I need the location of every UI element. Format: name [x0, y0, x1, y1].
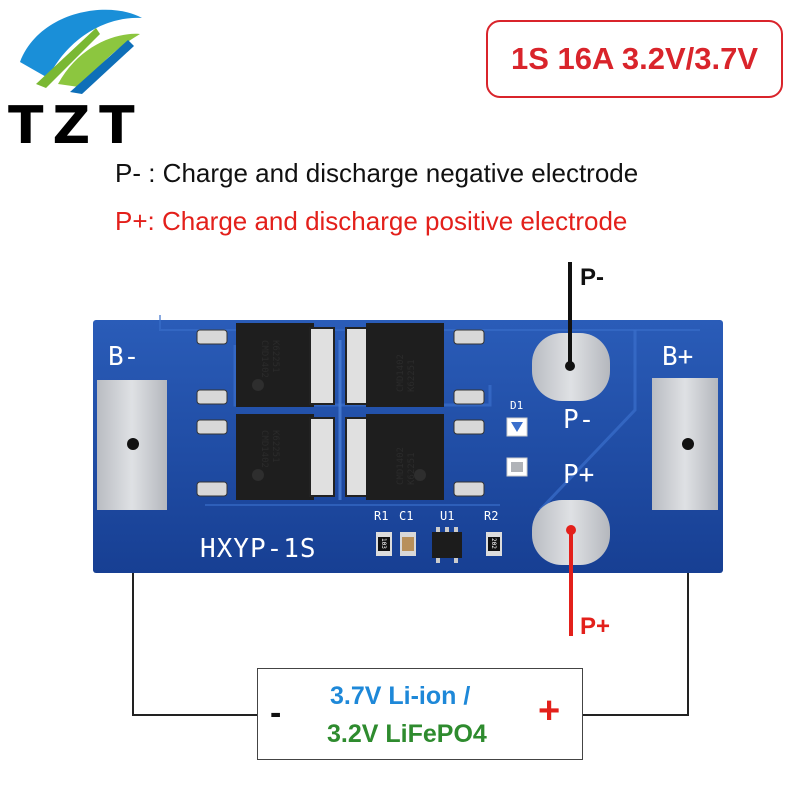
positive-electrode-description: P+: Charge and discharge positive electr… — [115, 206, 628, 236]
silk-p-minus: P- — [563, 405, 594, 435]
silk-r1: R1 — [374, 509, 388, 523]
smd-resistor-r1: 103 — [376, 532, 392, 556]
svg-text:103: 103 — [380, 538, 387, 549]
b-minus-solder-point — [127, 438, 139, 450]
diode-component — [506, 417, 528, 477]
mosfet-chip — [345, 323, 485, 407]
smd-resistor-r2: 202 — [486, 532, 502, 556]
battery-type-line2: 3.2V LiFePO4 — [327, 720, 487, 748]
negative-electrode-description: P- : Charge and discharge negative elect… — [115, 158, 639, 188]
silk-p-plus: P+ — [563, 460, 594, 490]
mosfet-marking: CMD1402 — [259, 430, 269, 468]
mosfet-marking: CMD1402 — [396, 354, 406, 392]
battery-box — [257, 668, 583, 760]
ic-chip-u1 — [432, 527, 462, 563]
mosfet-marking: K62251 — [407, 359, 417, 392]
spec-badge: 1S 16A 3.2V/3.7V — [486, 20, 783, 98]
smd-capacitor-c1 — [400, 532, 416, 556]
silk-b-plus: B+ — [662, 342, 693, 372]
board-model-label: HXYP-1S — [200, 534, 317, 564]
mosfet-chip — [345, 414, 485, 500]
p-plus-wire-label: P+ — [580, 613, 610, 640]
b-plus-solder-point — [682, 438, 694, 450]
silk-c1: C1 — [399, 509, 413, 523]
p-minus-solder-point — [565, 361, 575, 371]
mosfet-marking: CMD1402 — [396, 447, 406, 485]
mosfet-chip — [196, 414, 335, 500]
silk-b-minus: B- — [108, 342, 139, 372]
battery-type-line1: 3.7V Li-ion / — [330, 682, 471, 710]
pcb-board: CMD1402 K62251 CMD1402 K62251 CMD1402 K6… — [93, 315, 723, 573]
brand-name: TZT — [8, 96, 144, 156]
mosfet-marking: CMD1402 — [259, 340, 269, 378]
mosfet-chip — [196, 323, 335, 407]
mosfet-marking: K62251 — [270, 340, 280, 373]
p-minus-wire-label: P- — [580, 264, 604, 291]
spec-label: 1S 16A 3.2V/3.7V — [510, 41, 759, 76]
mosfet-marking: K62251 — [270, 430, 280, 463]
silk-r2: R2 — [484, 509, 498, 523]
brand-logo-icon — [20, 9, 142, 94]
svg-text:202: 202 — [490, 538, 497, 549]
output-wires — [565, 262, 576, 636]
silk-d1: D1 — [510, 399, 523, 412]
silk-u1: U1 — [440, 509, 454, 523]
battery-plus-sign: + — [538, 690, 561, 732]
battery-minus-sign: - — [270, 694, 282, 732]
mosfet-marking: K62251 — [407, 452, 417, 485]
p-plus-solder-point — [566, 525, 576, 535]
